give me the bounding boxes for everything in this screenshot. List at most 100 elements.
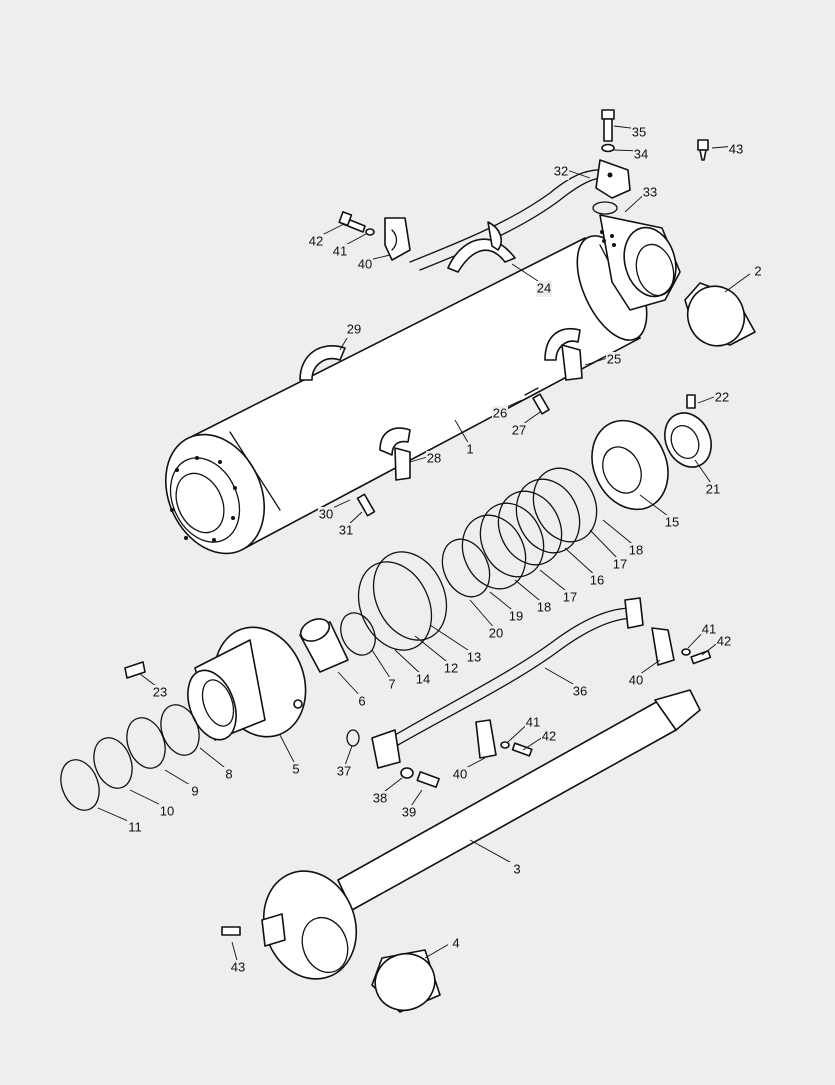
callout-label: 30 bbox=[319, 506, 333, 521]
upper-pipe bbox=[409, 159, 631, 273]
callout-label-background bbox=[536, 600, 552, 616]
callout-label: 29 bbox=[347, 321, 361, 336]
callout-label-background bbox=[642, 185, 658, 201]
leader-line bbox=[589, 529, 621, 562]
leader-line bbox=[414, 635, 452, 666]
tube-end-eye bbox=[599, 214, 681, 311]
callout-label-background bbox=[336, 764, 352, 780]
callout-label-background bbox=[716, 634, 732, 650]
callout-label: 43 bbox=[231, 959, 245, 974]
callout-label: 41 bbox=[702, 621, 716, 636]
callout-label-background bbox=[152, 685, 168, 701]
callout-label: 37 bbox=[337, 763, 351, 778]
callout-label-background bbox=[159, 804, 175, 820]
callout-label: 24 bbox=[537, 280, 551, 295]
cylinder-tube bbox=[164, 235, 648, 555]
callout-label: 39 bbox=[402, 804, 416, 819]
callout-label-background bbox=[750, 264, 766, 280]
callout-label-background bbox=[633, 147, 649, 163]
callout-label-background bbox=[448, 936, 464, 952]
callout-label: 18 bbox=[629, 542, 643, 557]
top-fasteners bbox=[592, 109, 709, 215]
callout-label: 12 bbox=[444, 660, 458, 675]
callout-label-background bbox=[562, 590, 578, 606]
leader-line bbox=[429, 624, 475, 655]
callout-label: 6 bbox=[358, 693, 365, 708]
callout-label-background bbox=[127, 820, 143, 836]
callout-label-background bbox=[288, 762, 304, 778]
callout-label: 32 bbox=[554, 163, 568, 178]
callout-label-background bbox=[346, 322, 362, 338]
callout-label: 17 bbox=[613, 556, 627, 571]
callout-label: 19 bbox=[509, 608, 523, 623]
leader-line bbox=[602, 519, 637, 548]
callout-label: 34 bbox=[634, 146, 648, 161]
callout-label-background bbox=[541, 729, 557, 745]
callout-label-background bbox=[701, 622, 717, 638]
callout-label: 18 bbox=[537, 599, 551, 614]
callout-label: 31 bbox=[339, 522, 353, 537]
callout-label-background bbox=[466, 650, 482, 666]
callout-label-background bbox=[221, 767, 237, 783]
leader-line bbox=[469, 839, 518, 867]
leader-line bbox=[694, 459, 714, 487]
callout-label-background bbox=[714, 390, 730, 406]
callout-label-background bbox=[612, 557, 628, 573]
clamp-bolts bbox=[349, 387, 550, 517]
callout-label-background bbox=[318, 507, 334, 523]
callout-label-background bbox=[553, 164, 569, 180]
callout-label: 11 bbox=[128, 819, 142, 834]
callout-label: 7 bbox=[388, 676, 395, 691]
callout-label: 38 bbox=[373, 790, 387, 805]
callout-label: 27 bbox=[512, 422, 526, 437]
callout-label: 33 bbox=[643, 184, 657, 199]
callout-label-background bbox=[401, 805, 417, 821]
callout-label: 14 bbox=[416, 671, 430, 686]
callout-label: 40 bbox=[629, 672, 643, 687]
callout-label: 40 bbox=[358, 256, 372, 271]
callout-label: 41 bbox=[526, 714, 540, 729]
callout-label-background bbox=[452, 767, 468, 783]
callout-label: 42 bbox=[309, 233, 323, 248]
callout-label: 25 bbox=[607, 351, 621, 366]
callout-label-background bbox=[357, 257, 373, 273]
leader-line bbox=[454, 419, 471, 447]
callout-label-background bbox=[606, 352, 622, 368]
leader-line bbox=[394, 649, 424, 677]
callout-label-background bbox=[631, 125, 647, 141]
callout-label-background bbox=[664, 515, 680, 531]
callout-label-background bbox=[462, 442, 478, 458]
callout-layer: 1234567891011121314151617171818192021222… bbox=[97, 124, 766, 976]
leader-line bbox=[469, 599, 497, 631]
leader-line bbox=[337, 671, 363, 699]
callout-label-background bbox=[415, 672, 431, 688]
callout-label: 10 bbox=[160, 803, 174, 818]
callout-label: 3 bbox=[513, 861, 520, 876]
callout-label-background bbox=[308, 234, 324, 250]
callout-label-background bbox=[443, 661, 459, 677]
callout-label-background bbox=[628, 673, 644, 689]
callout-label-background bbox=[488, 626, 504, 642]
callout-label: 16 bbox=[590, 572, 604, 587]
lower-pipe bbox=[371, 597, 712, 788]
callout-label-background bbox=[384, 677, 400, 693]
callout-label-background bbox=[511, 423, 527, 439]
callout-label: 43 bbox=[729, 141, 743, 156]
callout-label-background bbox=[492, 406, 508, 422]
leader-line bbox=[564, 547, 598, 578]
callout-label: 9 bbox=[191, 783, 198, 798]
bushing-2 bbox=[684, 282, 756, 347]
callout-label: 26 bbox=[493, 405, 507, 420]
piston-rod bbox=[221, 689, 701, 1013]
cylinder-head bbox=[60, 626, 360, 811]
leader-line bbox=[279, 734, 297, 767]
callout-label: 13 bbox=[467, 649, 481, 664]
piston-stack bbox=[299, 394, 712, 673]
callout-label-background bbox=[728, 142, 744, 158]
callout-label-background bbox=[572, 684, 588, 700]
leader-line bbox=[371, 649, 393, 682]
callout-label: 1 bbox=[466, 441, 473, 456]
callout-label-background bbox=[525, 715, 541, 731]
callout-label: 40 bbox=[453, 766, 467, 781]
